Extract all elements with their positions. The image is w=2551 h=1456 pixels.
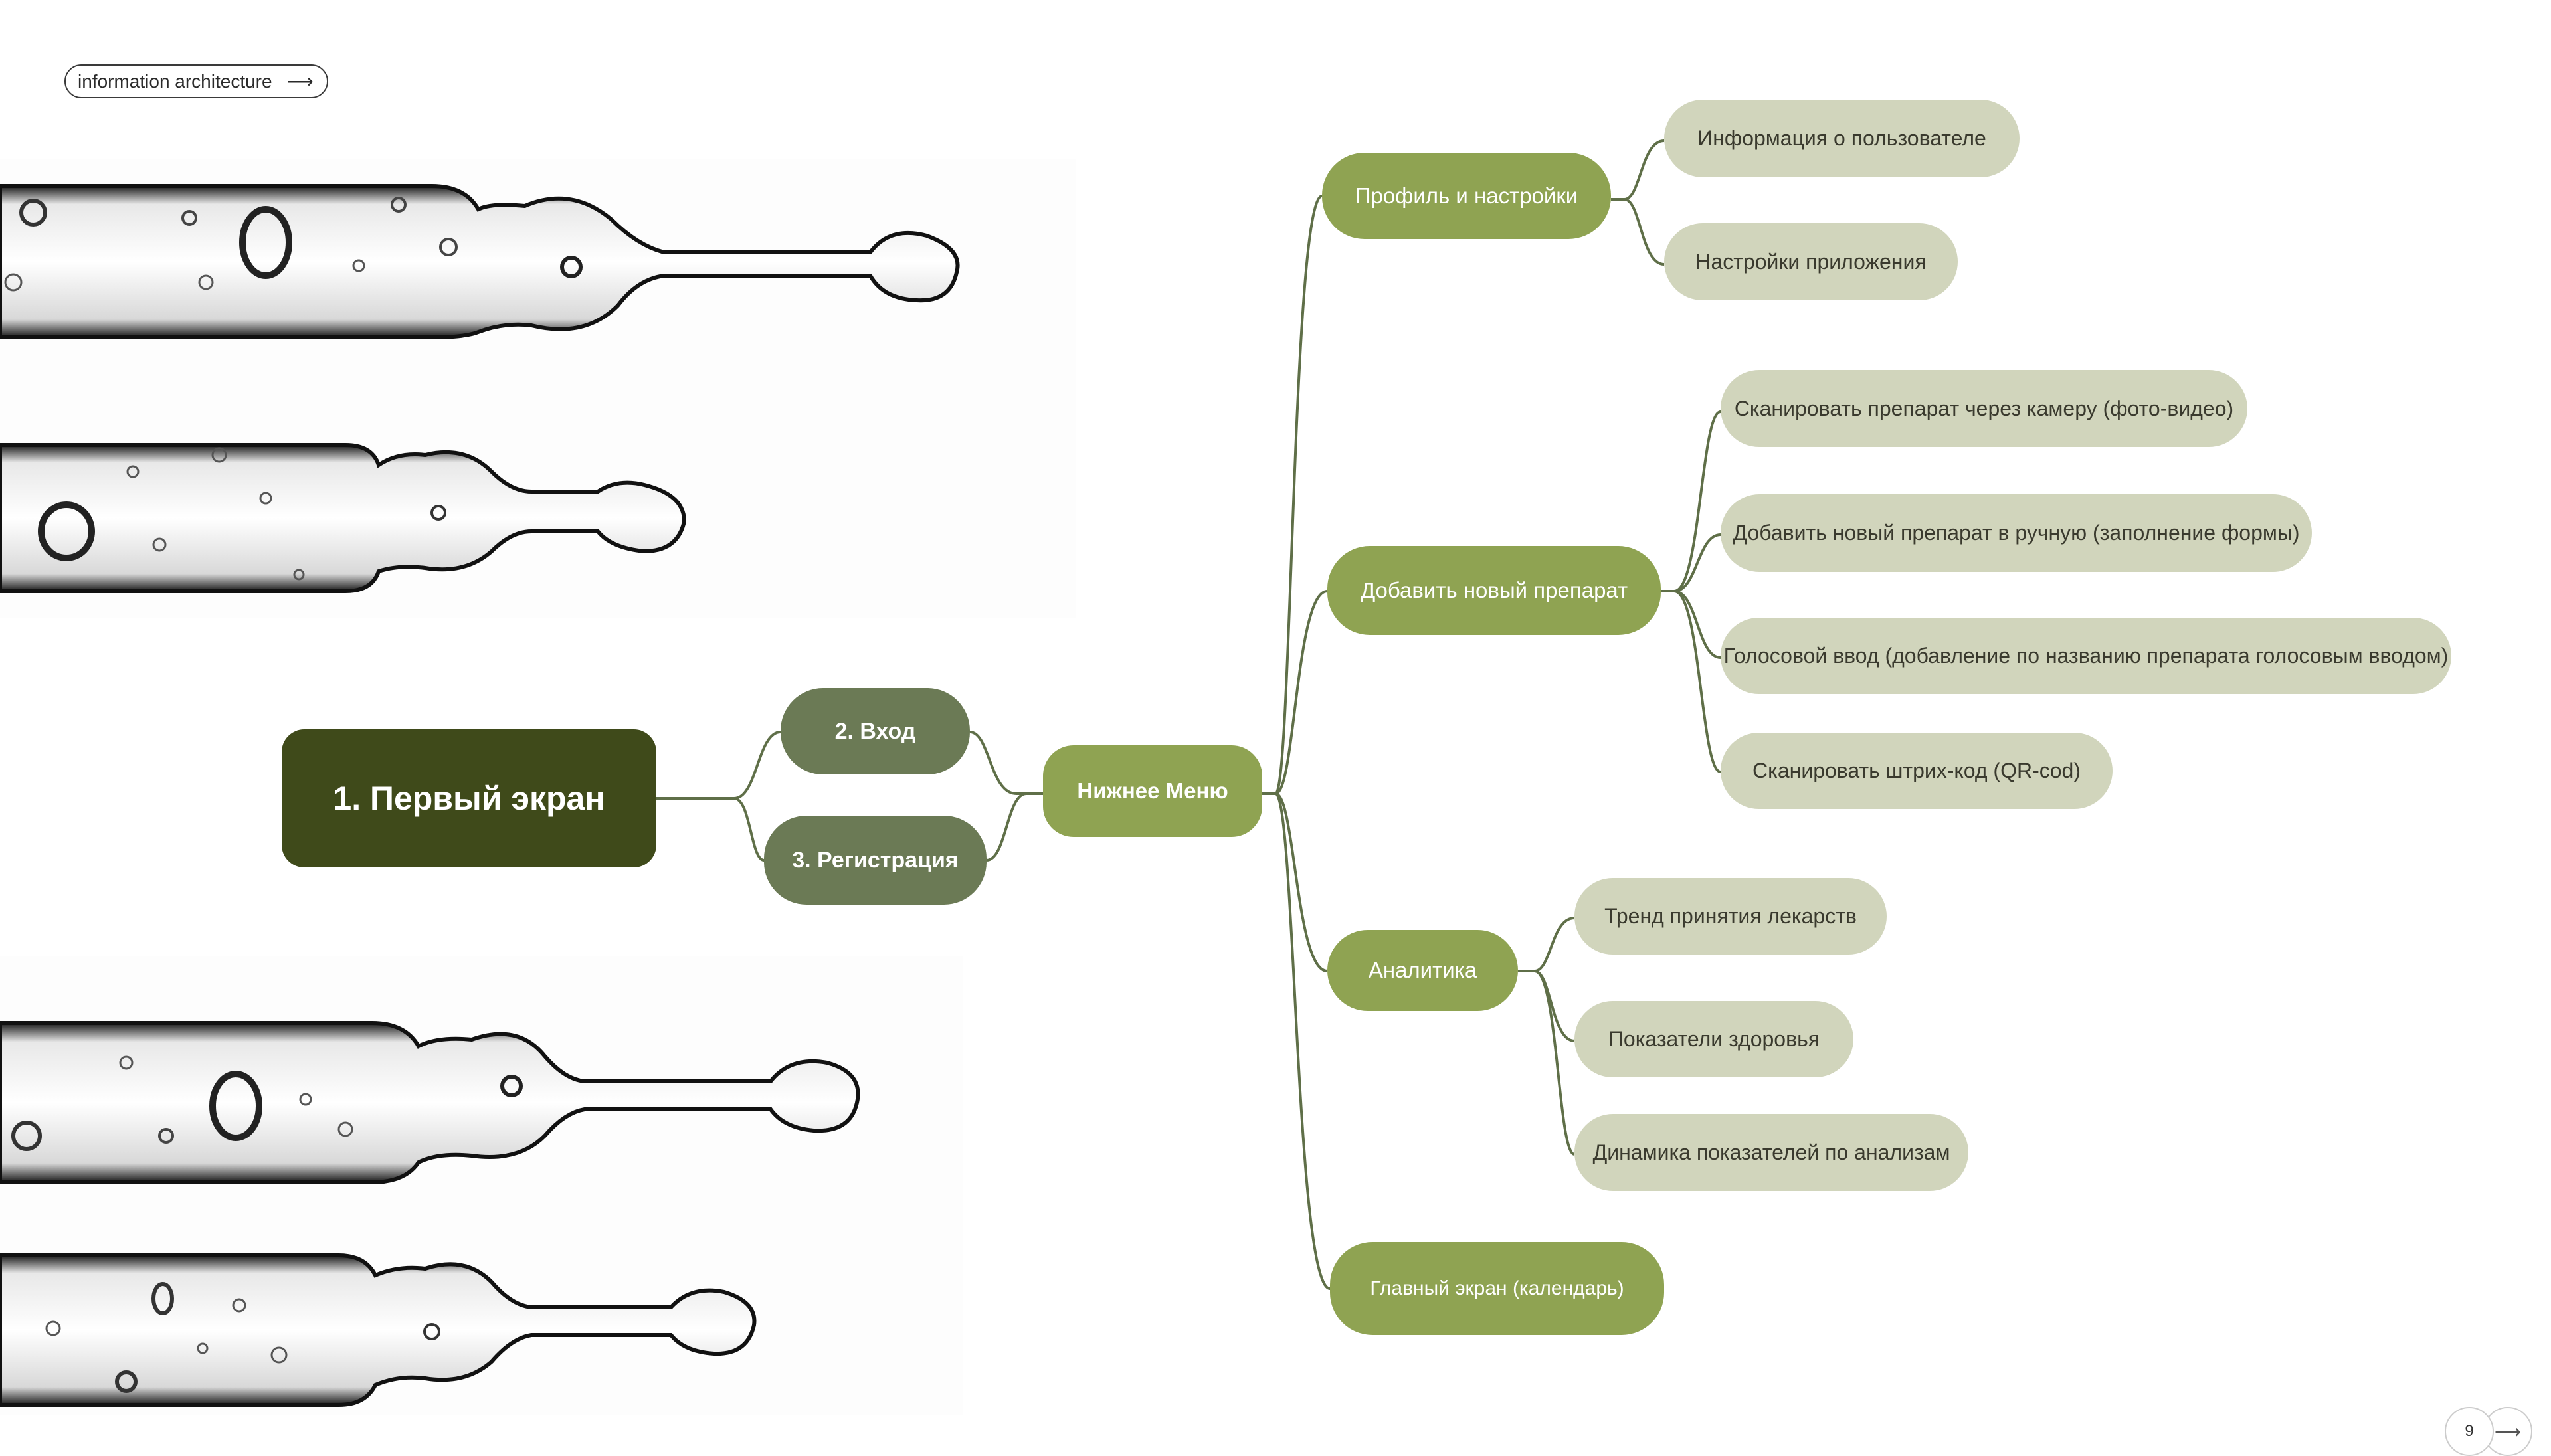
leaf-user-info[interactable]: Информация о пользователе — [1664, 100, 2020, 177]
pipette-photo-bottom — [0, 956, 963, 1415]
node-home-calendar[interactable]: Главный экран (календарь) — [1330, 1242, 1664, 1335]
pipette-photo-top — [0, 159, 1076, 618]
node-add-medicine[interactable]: Добавить новый препарат — [1327, 546, 1661, 635]
node-first-screen[interactable]: 1. Первый экран — [282, 729, 656, 867]
leaf-scan-camera[interactable]: Сканировать препарат через камеру (фото-… — [1721, 370, 2247, 447]
pipette-3 — [0, 1021, 860, 1184]
node-profile-settings[interactable]: Профиль и настройки — [1322, 153, 1611, 239]
leaf-analysis-dynamics[interactable]: Динамика показателей по анализам — [1574, 1114, 1968, 1191]
leaf-medication-trend[interactable]: Тренд принятия лекарств — [1574, 878, 1887, 955]
section-tag[interactable]: information architecture ⟶ — [64, 64, 328, 98]
page-number: 9 — [2445, 1407, 2494, 1456]
leaf-health-indicators[interactable]: Показатели здоровья — [1574, 1001, 1853, 1077]
leaf-voice-input[interactable]: Голосовой ввод (добавление по названию п… — [1721, 618, 2451, 694]
node-analytics[interactable]: Аналитика — [1327, 930, 1518, 1011]
pipette-1 — [0, 184, 960, 339]
pipette-4 — [0, 1253, 757, 1407]
node-registration[interactable]: 3. Регистрация — [764, 816, 987, 905]
node-bottom-menu[interactable]: Нижнее Меню — [1043, 745, 1262, 837]
section-tag-label: information architecture — [78, 70, 272, 92]
leaf-scan-barcode[interactable]: Сканировать штрих-код (QR-cod) — [1721, 733, 2113, 809]
leaf-app-settings[interactable]: Настройки приложения — [1664, 223, 1958, 300]
pipette-2 — [0, 443, 687, 593]
leaf-add-manual[interactable]: Добавить новый препарат в ручную (заполн… — [1721, 494, 2312, 572]
arrow-right-icon: ⟶ — [286, 70, 314, 92]
arrow-right-icon: ⟶ — [2494, 1421, 2522, 1442]
node-login[interactable]: 2. Вход — [781, 688, 970, 774]
